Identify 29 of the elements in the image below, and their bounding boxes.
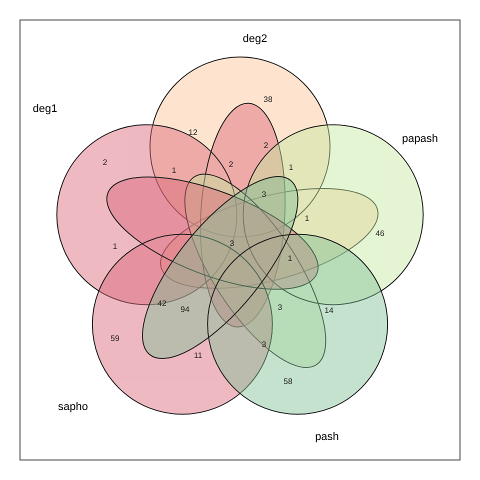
- venn-set: [142, 176, 388, 443]
- count-label: 1: [112, 242, 118, 251]
- count-label: 94: [180, 305, 190, 314]
- set-label: papash: [402, 133, 438, 145]
- set-label: deg1: [32, 103, 58, 115]
- count-label: 3: [230, 239, 234, 248]
- count-label: 11: [194, 351, 202, 360]
- count-label: 3: [262, 190, 266, 199]
- set-label: deg2: [242, 33, 268, 45]
- venn-set: [58, 176, 319, 415]
- count-label: 46: [376, 229, 384, 238]
- count-label: 1: [288, 254, 292, 263]
- count-label: 12: [188, 128, 198, 137]
- set-label: pash: [315, 431, 339, 443]
- count-label: 58: [284, 377, 292, 386]
- count-label: 2: [264, 141, 268, 150]
- count-label: 1: [288, 163, 294, 172]
- venn-set: [32, 102, 286, 328]
- count-label: 1: [172, 166, 176, 175]
- count-label: 59: [110, 334, 120, 343]
- count-label: 2: [102, 158, 108, 167]
- count-label: 14: [324, 306, 334, 315]
- count-label: 1: [304, 214, 310, 223]
- count-label: 3: [278, 303, 282, 312]
- set-label: sapho: [58, 401, 88, 413]
- count-label: 2: [228, 160, 234, 169]
- count-label: 38: [264, 95, 272, 104]
- count-label: 42: [158, 299, 166, 308]
- count-label: 3: [262, 340, 266, 349]
